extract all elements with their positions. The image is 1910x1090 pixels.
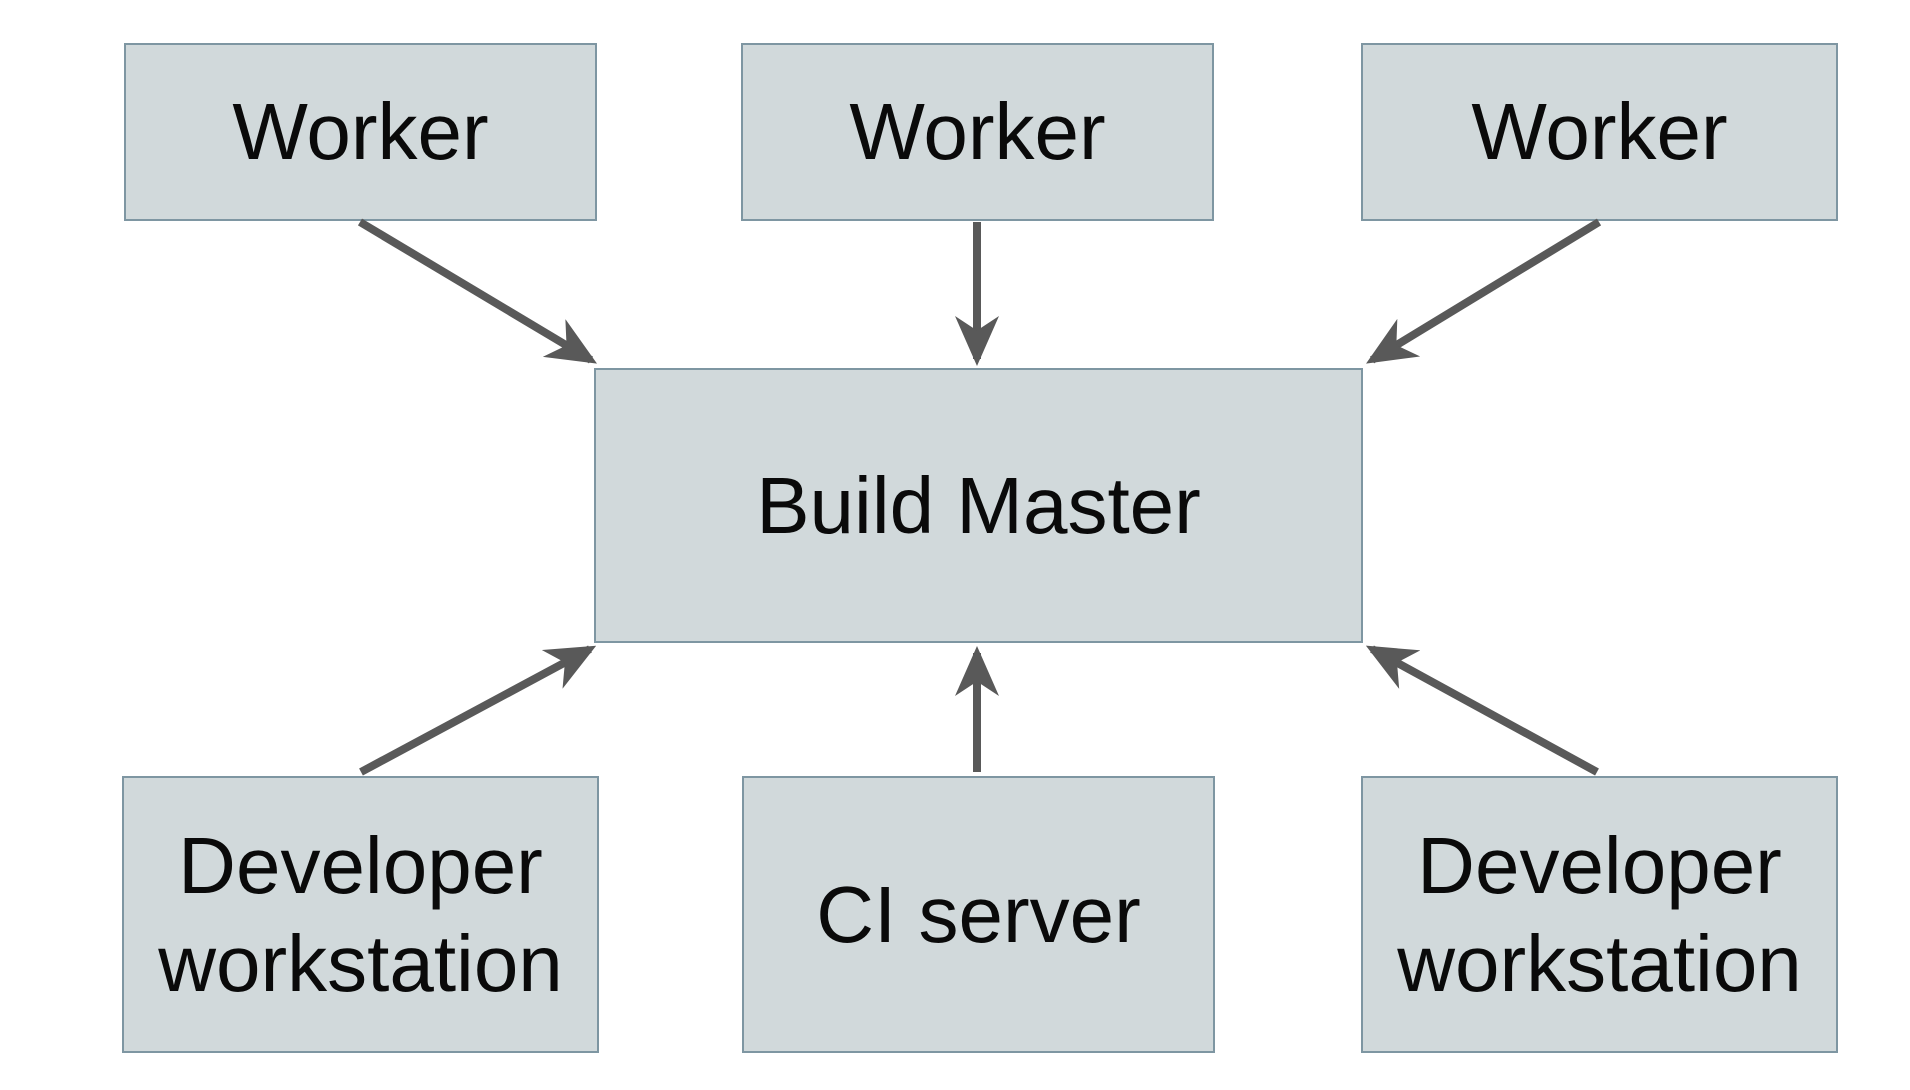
arrow-worker-left-to-build-master — [357, 218, 598, 364]
node-worker-middle-label: Worker — [849, 87, 1106, 177]
node-worker-right: Worker — [1361, 43, 1838, 221]
node-developer-workstation-left: Developer workstation — [122, 776, 599, 1053]
arrow-developer-workstation-left-to-build-master — [359, 645, 597, 776]
node-worker-right-label: Worker — [1471, 87, 1728, 177]
node-build-master-label: Build Master — [756, 460, 1201, 550]
arrow-worker-right-to-build-master — [1366, 218, 1602, 364]
node-ci-server: CI server — [742, 776, 1215, 1053]
arrow-developer-workstation-right-to-build-master — [1365, 645, 1599, 776]
node-worker-middle: Worker — [741, 43, 1214, 221]
node-ci-server-label: CI server — [816, 869, 1141, 959]
node-build-master: Build Master — [594, 368, 1363, 643]
node-worker-left: Worker — [124, 43, 597, 221]
node-developer-workstation-left-label: Developer workstation — [158, 820, 563, 1008]
node-worker-left-label: Worker — [232, 87, 489, 177]
node-developer-workstation-right-label: Developer workstation — [1397, 820, 1802, 1008]
node-developer-workstation-right: Developer workstation — [1361, 776, 1838, 1053]
